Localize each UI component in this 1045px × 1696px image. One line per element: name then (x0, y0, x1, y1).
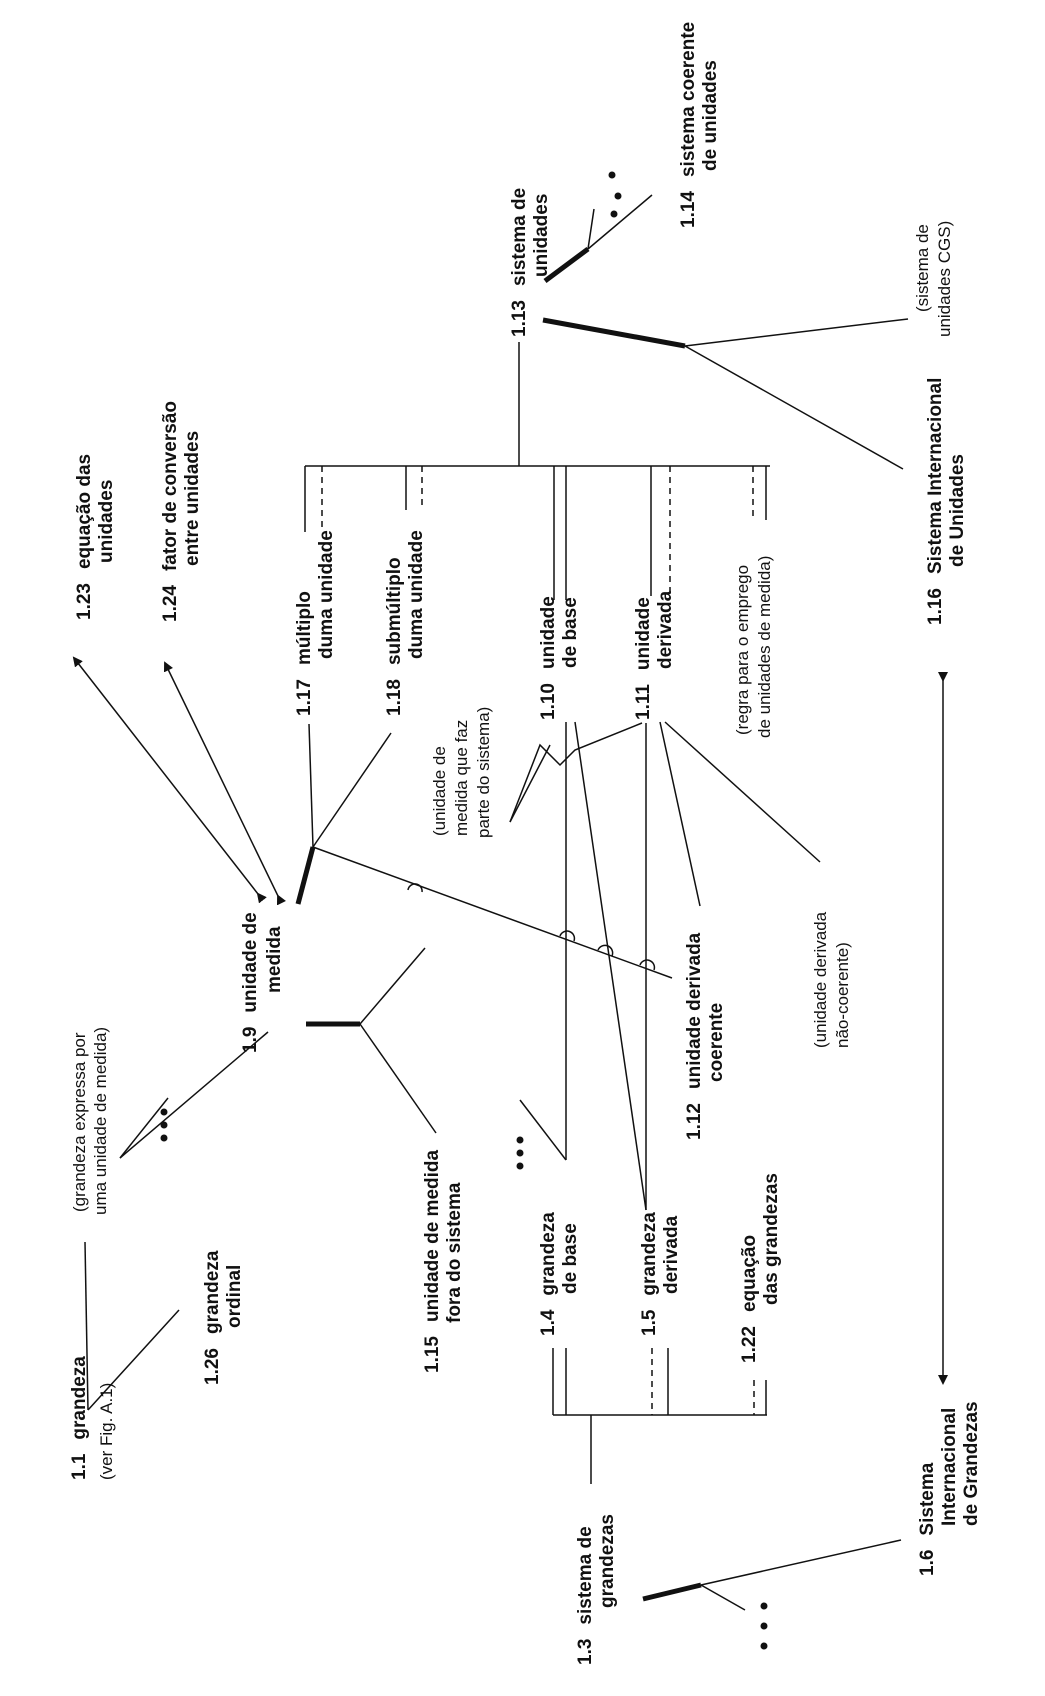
thick-coerente (543, 246, 590, 284)
line-to-multiplo (308, 723, 314, 848)
label-1-4-l2: de base (560, 1223, 581, 1294)
label-1-9-l2: medida (264, 926, 285, 993)
label-1-26: 1.26grandeza (202, 1250, 223, 1385)
line-base-more (519, 1099, 567, 1161)
line-to-derivada-coerente (312, 846, 673, 979)
arrow-fator-conversao (163, 661, 286, 906)
bridge-2 (559, 930, 576, 942)
line-medida-fora (359, 1023, 437, 1134)
label-1-17: 1.17múltiplo (294, 591, 315, 716)
label-1-3: 1.3sistema de (575, 1526, 596, 1665)
label-1-5: 1.5grandeza (639, 1212, 660, 1336)
label-1-17-l2: duma unidade (316, 530, 337, 659)
line-to-nao-coerente (664, 721, 821, 863)
line-grandeza-ordinal (87, 1309, 180, 1411)
line-expressa-more (119, 1097, 169, 1159)
label-1-12-l2: coerente (706, 1003, 727, 1082)
label-1-3-l2: grandezas (597, 1514, 618, 1608)
label-1-10-l2: de base (560, 597, 581, 668)
thick-unidade-upper (295, 846, 316, 905)
label-1-9: 1.9unidade de (240, 912, 261, 1053)
label-unidade-sistema-3: parte do sistema) (474, 707, 493, 838)
line-grandezas-more (700, 1584, 746, 1611)
code-1-1: 1.1 (69, 1453, 90, 1480)
line-to-unidade-coerente (659, 721, 701, 907)
line-coerente-more (587, 208, 595, 250)
arrow-equacao-unidades (72, 656, 267, 904)
label-1-14-l2: de unidades (700, 60, 721, 171)
line-grandeza-root (84, 1241, 89, 1411)
label-1-22: 1.22equação (739, 1235, 760, 1363)
label-1-24-l2: entre unidades (182, 431, 203, 566)
label-1-10: 1.10unidade (538, 596, 559, 720)
label-1-4: 1.4grandeza (538, 1212, 559, 1336)
line-fan-lower (509, 744, 551, 823)
label-1-24: 1.24fator de conversão (160, 401, 181, 622)
label-1-14: 1.14sistema coerente (678, 22, 699, 228)
label-1-13: 1.13sistema de (509, 188, 530, 337)
label-1-13-l2: unidades (531, 194, 552, 277)
ellipsis-marks (160, 171, 768, 1650)
bridge-3 (597, 944, 614, 957)
label-nao-coerente-1: (unidade derivada (811, 911, 830, 1048)
label-cgs-2: unidades CGS) (935, 221, 954, 337)
line-to-coerente (587, 194, 653, 250)
label-1-23-l2: unidades (96, 480, 117, 563)
bridge-4 (639, 959, 656, 971)
label-1-12: 1.12unidade derivada (684, 932, 705, 1140)
label-1-18: 1.18submúltiplo (384, 557, 405, 716)
label-1-1-note: (ver Fig. A.1) (97, 1383, 116, 1480)
label-cgs-1: (sistema de (913, 224, 932, 312)
text-1-1: grandeza (69, 1356, 90, 1440)
label-1-15: 1.15unidade de medida (422, 1149, 443, 1373)
label-expressa-2: uma unidade de medida) (91, 1027, 110, 1215)
thick-sistema-grandezas (642, 1582, 702, 1602)
thick-sistema-unidades (542, 317, 686, 349)
label-1-5-l2: derivada (661, 1215, 682, 1294)
line-to-submultiplo (312, 732, 392, 848)
label-unidade-sistema-1: (unidade de (430, 746, 449, 836)
label-1-16-l2: de Unidades (947, 454, 968, 567)
line-to-si-grandezas (700, 1539, 902, 1586)
label-regra-1: (regra para o emprego (733, 565, 752, 735)
label-1-11: 1.11unidade (633, 597, 654, 720)
label-1-22-l2: das grandezas (761, 1173, 782, 1305)
label-unidade-sistema-2: medida que faz (452, 720, 471, 836)
label-nao-coerente-2: não-coerente) (833, 942, 852, 1048)
label-1-1: 1.1 grandeza (69, 1356, 90, 1480)
label-1-18-l2: duma unidade (406, 530, 427, 659)
label-1-6-l3: de Grandezas (961, 1401, 982, 1526)
connector-lines (72, 194, 948, 1611)
line-medida-sistema (359, 947, 426, 1025)
label-expressa-1: (grandeza expressa por (70, 1032, 89, 1212)
label-1-26-l2: ordinal (224, 1265, 245, 1328)
label-regra-2: de unidades de medida) (755, 556, 774, 738)
line-to-si-unidades (684, 345, 904, 470)
label-1-11-l2: derivada (655, 590, 676, 669)
label-1-6: 1.6Sistema (917, 1462, 938, 1576)
bridge-1 (407, 883, 423, 893)
label-1-16: 1.16Sistema Internacional (925, 378, 946, 625)
label-1-15-l2: fora do sistema (444, 1182, 465, 1323)
line-fan-upper (509, 722, 643, 823)
label-1-23: 1.23equação das (74, 454, 95, 620)
line-expressa-unidade (119, 1031, 269, 1159)
label-1-6-l2: Internacional (939, 1408, 960, 1526)
line-base-to-derivada (574, 721, 647, 1211)
labels: 1.1grandeza (ver Fig. A.1) 1.26grandeza … (69, 22, 982, 1665)
line-to-cgs (684, 318, 909, 347)
